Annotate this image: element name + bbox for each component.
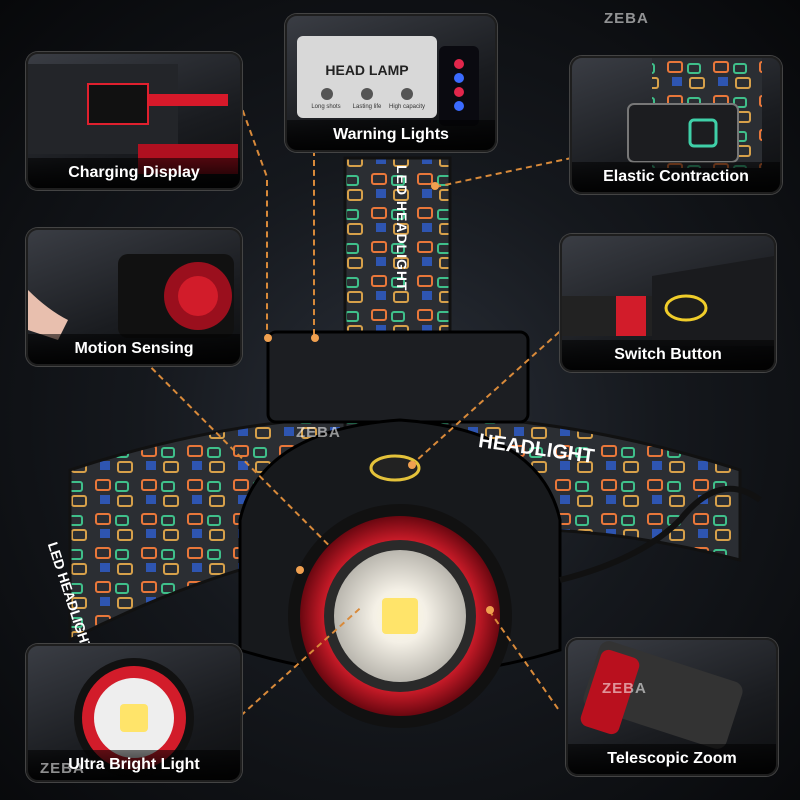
watermark-top: ZEBA [604, 10, 649, 27]
callout-label-warning: Warning Lights [287, 120, 495, 150]
callout-label-charging: Charging Display [28, 158, 240, 188]
leader-dot-warning [311, 334, 319, 342]
leader-charging-vertical [266, 180, 268, 340]
display-icon-label-2: Lasting life [352, 104, 382, 110]
callout-ultra-bright-light: Ultra Bright Light [26, 644, 242, 782]
callout-label-motion: Motion Sensing [28, 334, 240, 364]
display-panel-title: HEAD LAMP [325, 62, 409, 78]
watermark-right: ZEBA [602, 680, 647, 697]
callout-label-elastic: Elastic Contraction [572, 162, 780, 192]
callout-telescopic-zoom: Telescopic Zoom [566, 638, 778, 776]
motion-sensing-image [28, 254, 234, 340]
callout-switch-button: Switch Button [560, 234, 776, 372]
display-icon-label-3: High capacity [388, 104, 426, 110]
leader-dot-motion [296, 566, 304, 574]
callout-label-ultra: Ultra Bright Light [28, 750, 240, 780]
callout-charging-display: Charging Display [26, 52, 242, 190]
telescopic-zoom-image [580, 641, 743, 749]
callout-elastic-contraction: Elastic Contraction [570, 56, 782, 194]
leader-dot-zoom [486, 606, 494, 614]
leader-dot-charging [264, 334, 272, 342]
display-icon-label-1: Long shots [311, 104, 341, 110]
watermark-center: ZEBA [296, 424, 341, 441]
elastic-strap-image [627, 58, 762, 168]
switch-button-image [562, 256, 774, 346]
leader-dot-switch [408, 461, 416, 469]
ultra-bright-image [74, 658, 194, 778]
watermark-bottom-left: ZEBA [40, 760, 85, 777]
strap-text-top: LED HEADLIGHT [394, 165, 410, 292]
warning-lights-image [297, 36, 479, 126]
callout-label-switch: Switch Button [562, 340, 774, 370]
leader-dot-elastic [431, 182, 439, 190]
leader-warning [313, 150, 315, 335]
callout-motion-sensing: Motion Sensing [26, 228, 242, 366]
callout-warning-lights: HEAD LAMP Long shots Lasting life High c… [285, 14, 497, 152]
callout-label-zoom: Telescopic Zoom [568, 744, 776, 774]
